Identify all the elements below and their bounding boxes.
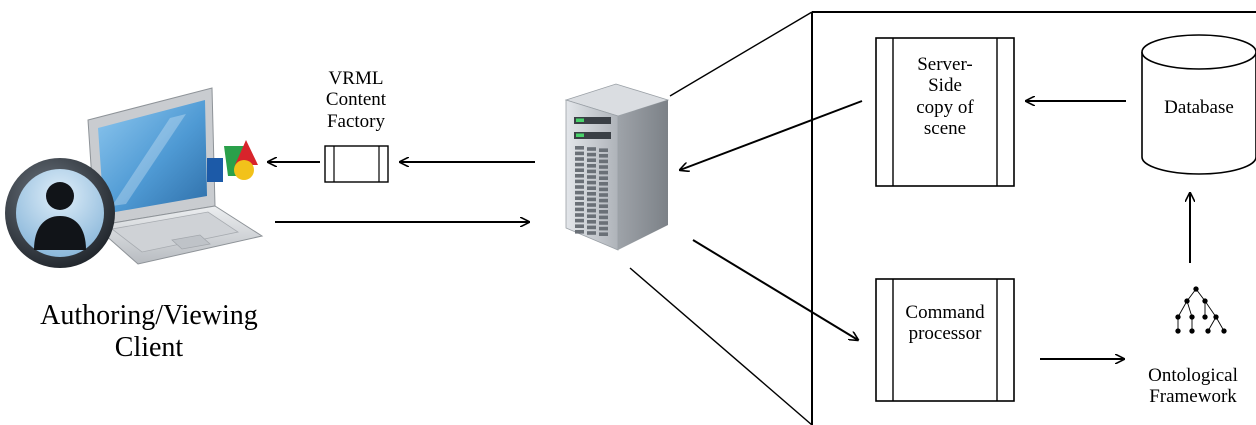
server-icon [564, 83, 670, 251]
user-avatar-icon [5, 158, 115, 268]
zoom-line-top [669, 11, 813, 97]
drive-bay [575, 168, 584, 172]
drive-bay [599, 193, 608, 197]
arrow-scene-copy-to-server [680, 100, 863, 170]
drive-bay [587, 147, 596, 151]
drive-bay [575, 224, 584, 228]
command-processor-box [875, 278, 1015, 402]
drive-bay [599, 148, 608, 152]
client-label: Authoring/Viewing Client [14, 300, 284, 364]
drive-bay [599, 204, 608, 208]
ontology-line1: Ontological [1148, 365, 1238, 386]
drive-bay [587, 186, 596, 190]
drive-bay [587, 208, 596, 213]
drive-bay [599, 226, 608, 231]
factory-label-line1: VRML [328, 68, 384, 89]
drive-bay [599, 182, 608, 186]
drive-bay [599, 187, 608, 192]
factory-label-line3: Factory [326, 110, 386, 132]
drive-bay [587, 225, 596, 230]
zoom-line-bottom [629, 267, 813, 425]
command-line1: Command [905, 302, 985, 323]
drive-bay [575, 146, 584, 150]
drive-bay [599, 176, 608, 180]
server-copy-line3: copy of [916, 96, 974, 118]
drive-bay [587, 203, 596, 207]
3d-shapes-icon [207, 140, 258, 182]
server-detail-panel [811, 11, 1256, 425]
vrml-factory-box [324, 145, 389, 183]
drive-bay [575, 202, 584, 206]
server-copy-label: Server- Side copy of scene [895, 54, 995, 139]
database-icon [1141, 34, 1256, 175]
server-copy-line1: Server- [917, 54, 973, 75]
drive-bay [587, 231, 596, 235]
drive-bay [599, 165, 608, 169]
factory-label-line2: Content [325, 89, 387, 111]
drive-bay [575, 230, 584, 234]
database-label: Database [1164, 97, 1234, 118]
drive-bay [587, 192, 596, 196]
server-copy-line4: scene [923, 117, 967, 139]
drive-bay [599, 232, 608, 236]
drive-bay [587, 175, 596, 179]
drive-bay [587, 214, 596, 218]
server-copy-line2: Side [928, 75, 962, 97]
drive-bay [587, 152, 596, 157]
drive-bay [599, 198, 608, 203]
command-line2: processor [908, 323, 982, 345]
command-processor-label: Command processor [894, 302, 996, 345]
drive-bay [587, 164, 596, 168]
drive-bay [575, 157, 584, 161]
server-side-copy-box [875, 37, 1015, 187]
drive-bay [575, 151, 584, 156]
drive-bay [575, 218, 584, 223]
drive-bay [587, 197, 596, 202]
drive-bay [575, 162, 584, 167]
drive-bay [587, 169, 596, 174]
ontology-tree-icon [1175, 286, 1227, 334]
drive-bay [587, 180, 596, 185]
drive-bay [575, 190, 584, 195]
ontology-label: Ontological Framework [1133, 365, 1253, 408]
drive-bay [599, 159, 608, 164]
drive-bay [599, 221, 608, 225]
drive-bay [575, 179, 584, 184]
drive-bay [599, 170, 608, 175]
drive-bay [599, 210, 608, 214]
client-label-line2: Client [114, 332, 184, 364]
laptop-icon [87, 87, 264, 265]
client-label-line1: Authoring/Viewing [40, 300, 258, 331]
ontology-line2: Framework [1149, 386, 1237, 408]
drive-bay [575, 174, 584, 178]
drive-bay [599, 215, 608, 220]
arrow-server-to-command [692, 239, 858, 340]
drive-bay [599, 154, 608, 158]
drive-bay [575, 196, 584, 200]
drive-bay [575, 185, 584, 189]
drive-bay [575, 213, 584, 217]
drive-bay [575, 207, 584, 212]
factory-label: VRML Content Factory [308, 68, 404, 132]
drive-bay [587, 220, 596, 224]
drive-bay [587, 158, 596, 162]
